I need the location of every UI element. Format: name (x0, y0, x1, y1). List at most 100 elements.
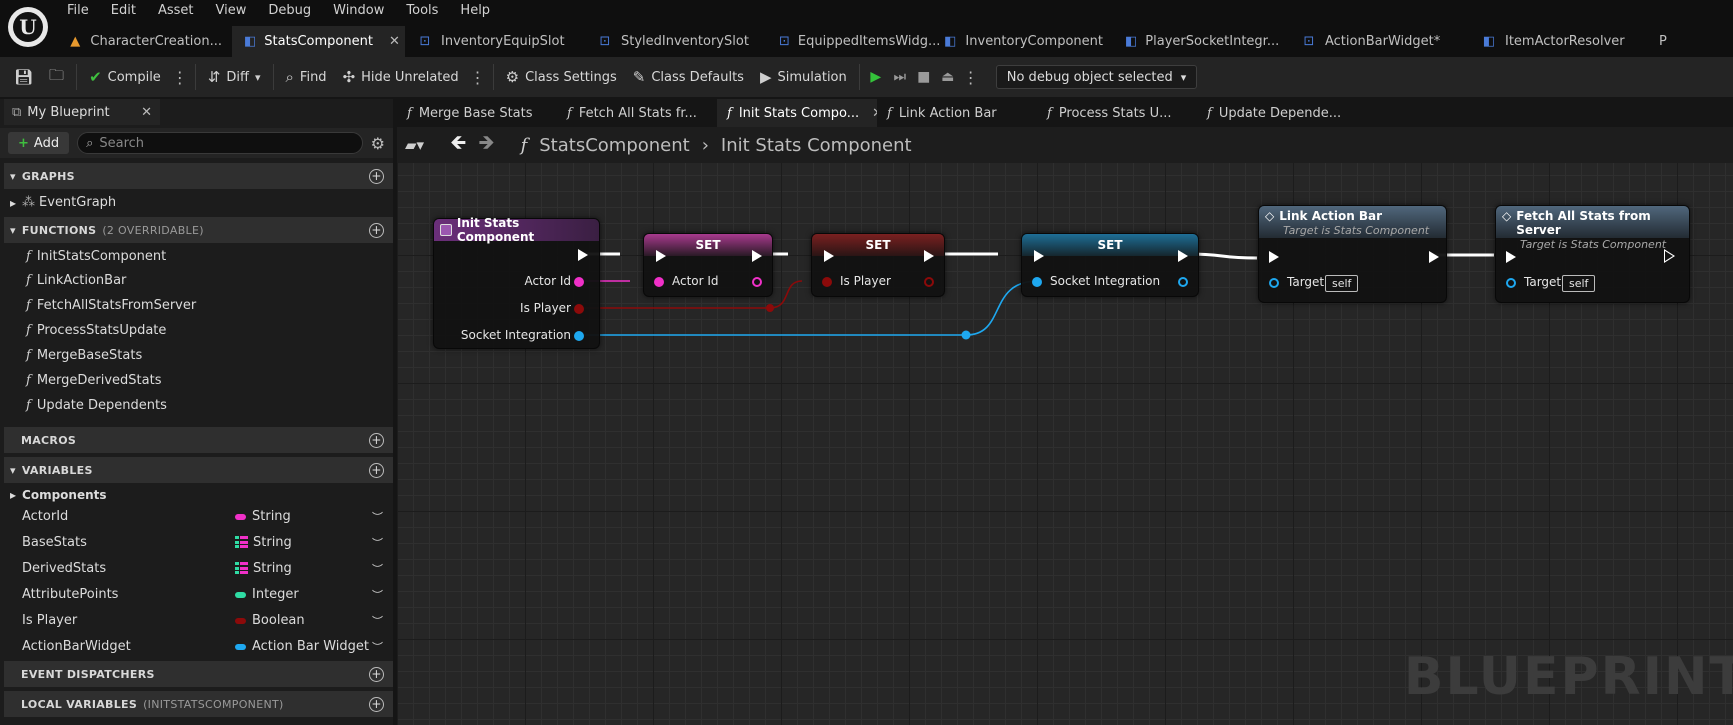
exec-out-pin[interactable] (578, 249, 588, 261)
eye-closed-icon[interactable]: ︶ (372, 510, 383, 524)
doc-tab-character-creation[interactable]: ▲ CharacterCreation... (56, 26, 232, 57)
section-variables[interactable]: ▾VARIABLES + (4, 457, 393, 483)
close-icon[interactable]: ✕ (388, 34, 400, 49)
stop-button[interactable]: ■ (912, 65, 936, 89)
variable-row[interactable]: BaseStats String ︶ (22, 535, 383, 550)
is-player-input-pin[interactable] (822, 277, 832, 287)
exec-out-pin[interactable] (1429, 251, 1439, 263)
play-button[interactable]: ▶ (864, 65, 888, 89)
variable-row[interactable]: ActorId String ︶ (22, 509, 383, 524)
diff-button[interactable]: ⇵Diff▾ (207, 68, 261, 86)
my-blueprint-tab[interactable]: ⧉ My Blueprint ✕ (4, 99, 160, 125)
doc-tab-equipped-items-widget[interactable]: ⊡ EquippedItemsWidg... (779, 34, 941, 49)
doc-tab-item-actor-resolver[interactable]: ◧ ItemActorResolver (1482, 34, 1625, 49)
section-macros[interactable]: MACROS + (4, 427, 393, 453)
add-graph-icon[interactable]: + (369, 168, 384, 184)
breadcrumb-root[interactable]: StatsComponent (539, 134, 690, 156)
add-local-variable-icon[interactable]: + (369, 696, 384, 712)
bookmark-icon[interactable]: ▰▾ (405, 136, 425, 154)
is-player-pin[interactable] (574, 304, 584, 314)
target-input-pin[interactable] (1269, 278, 1279, 288)
actor-id-output-pin[interactable] (752, 277, 762, 287)
exec-in-pin[interactable] (656, 250, 666, 262)
graph-canvas[interactable]: ▰▾ 🡸 🡺 f StatsComponent › Init Stats Com… (397, 127, 1733, 725)
exec-out-pin[interactable] (1664, 249, 1675, 263)
compile-button[interactable]: ✔Compile (89, 68, 161, 86)
unreal-logo[interactable]: U (8, 7, 48, 47)
is-player-output-pin[interactable] (924, 277, 934, 287)
exec-out-pin[interactable] (1178, 250, 1188, 262)
node-fetch-all-stats-from-server[interactable]: ◇Fetch All Stats from Server Target is S… (1495, 205, 1690, 303)
add-macro-icon[interactable]: + (369, 432, 384, 448)
exec-in-pin[interactable] (1506, 251, 1516, 263)
variable-row[interactable]: DerivedStats String ︶ (22, 561, 383, 576)
eject-button[interactable]: ⏏ (936, 65, 960, 89)
search-input[interactable] (99, 135, 362, 151)
class-defaults-button[interactable]: ✎Class Defaults (632, 68, 744, 86)
graph-item-eventgraph[interactable]: ▸ ⁂ EventGraph (10, 195, 117, 210)
doc-tab-styled-inventory-slot[interactable]: ⊡ StyledInventorySlot (585, 26, 767, 57)
node-link-action-bar[interactable]: ◇Link Action Bar Target is Stats Compone… (1258, 205, 1447, 303)
simulation-button[interactable]: ▶Simulation (759, 68, 847, 86)
hide-unrelated-button[interactable]: ✣Hide Unrelated (342, 68, 459, 86)
back-arrow-icon[interactable]: 🡸 (450, 130, 467, 154)
play-options-icon[interactable]: ⋮ (962, 67, 979, 87)
section-functions[interactable]: ▾FUNCTIONS (2 OVERRIDABLE) + (4, 217, 393, 243)
section-event-dispatchers[interactable]: EVENT DISPATCHERS + (4, 661, 393, 687)
gear-icon[interactable]: ⚙ (370, 133, 385, 153)
exec-in-pin[interactable] (1034, 250, 1044, 262)
node-set-is-player[interactable]: SET Is Player (811, 233, 945, 297)
doc-tab-inventory-equip-slot[interactable]: ⊡ InventoryEquipSlot (405, 26, 585, 57)
actor-id-pin[interactable] (574, 277, 584, 287)
socket-integration-output-pin[interactable] (1178, 277, 1188, 287)
variable-row[interactable]: ActionBarWidget Action Bar Widget ︶ (22, 639, 383, 654)
save-button[interactable]: 💾︎ (6, 62, 41, 92)
compile-options-icon[interactable]: ⋮ (171, 67, 188, 87)
doc-tab-action-bar-widget[interactable]: ⊡ ActionBarWidget* (1289, 26, 1469, 57)
menu-view[interactable]: View (215, 3, 247, 18)
add-variable-icon[interactable]: + (369, 462, 384, 478)
eye-closed-icon[interactable]: ︶ (372, 562, 383, 576)
eye-closed-icon[interactable]: ︶ (372, 536, 383, 550)
exec-out-pin[interactable] (924, 250, 934, 262)
add-button[interactable]: +Add (8, 132, 70, 154)
eye-closed-icon[interactable]: ︶ (372, 614, 383, 628)
menu-asset[interactable]: Asset (157, 3, 194, 18)
doc-tab-overflow[interactable]: P (1659, 34, 1667, 49)
node-set-actor-id[interactable]: SET Actor Id (643, 233, 773, 297)
actor-id-input-pin[interactable] (654, 277, 664, 287)
menu-tools[interactable]: Tools (406, 3, 439, 18)
node-init-stats-component[interactable]: Init Stats Component Actor Id Is Player … (433, 216, 600, 349)
close-icon[interactable]: ✕ (872, 106, 877, 121)
eye-closed-icon[interactable]: ︶ (372, 640, 383, 654)
eye-closed-icon[interactable]: ︶ (372, 588, 383, 602)
class-settings-button[interactable]: ⚙Class Settings (505, 68, 617, 86)
doc-tab-stats-component[interactable]: ◧ StatsComponent ✕ (232, 26, 405, 57)
variable-row[interactable]: AttributePoints Integer ︶ (22, 587, 383, 602)
target-input-pin[interactable] (1506, 278, 1516, 288)
close-icon[interactable]: ✕ (141, 104, 152, 120)
node-set-socket-integration[interactable]: SET Socket Integration (1021, 233, 1199, 297)
menu-window[interactable]: Window (333, 3, 385, 18)
menu-debug[interactable]: Debug (268, 3, 312, 18)
breadcrumb-current[interactable]: Init Stats Component (720, 134, 912, 156)
menu-help[interactable]: Help (460, 3, 491, 18)
variable-row[interactable]: Is Player Boolean ︶ (22, 613, 383, 628)
doc-tab-inventory-component[interactable]: ◧ InventoryComponent (944, 34, 1103, 49)
section-local-variables[interactable]: LOCAL VARIABLES (INITSTATSCOMPONENT) + (4, 691, 393, 717)
exec-in-pin[interactable] (1269, 251, 1279, 263)
add-function-icon[interactable]: + (369, 222, 384, 238)
